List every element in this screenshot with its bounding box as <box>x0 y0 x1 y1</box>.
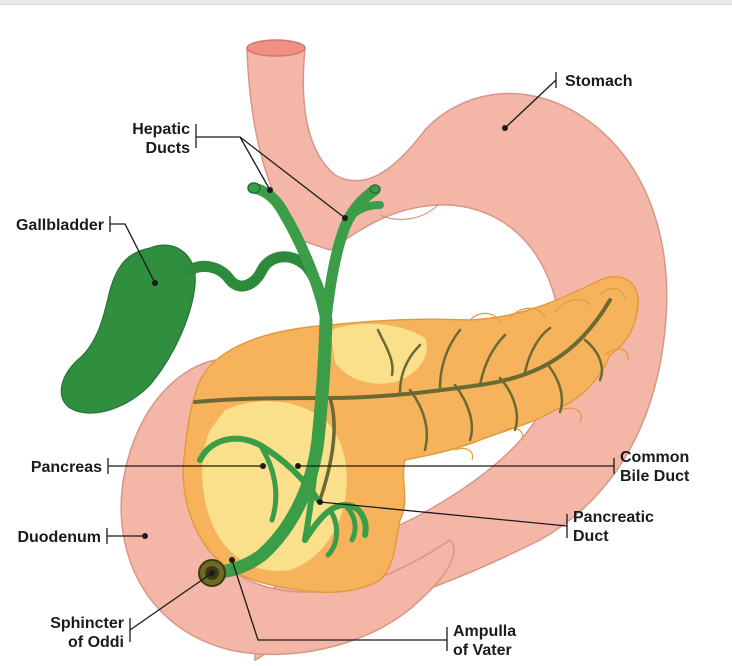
label-ampulla-line2: of Vater <box>453 642 512 659</box>
esophagus-opening <box>246 39 306 57</box>
bile-duct-tree <box>197 182 384 580</box>
pancreatic-duct <box>193 298 612 502</box>
label-pancreatic-duct-line1: Pancreatic <box>573 509 654 526</box>
label-gallbladder: Gallbladder <box>16 217 104 234</box>
label-hepatic-ducts-line2: Ducts <box>146 140 191 157</box>
label-stomach: Stomach <box>565 73 633 90</box>
label-hepatic-ducts-line1: Hepatic <box>132 121 190 138</box>
leader-lines <box>106 72 615 651</box>
label-ampulla-line1: Ampulla <box>453 623 516 640</box>
label-pancreatic-duct-line2: Duct <box>573 528 609 545</box>
labels: Stomach Hepatic Ducts Gallbladder Pancre… <box>16 73 690 659</box>
label-common-bile-duct-line2: Bile Duct <box>620 468 690 485</box>
label-sphincter-line1: Sphincter <box>50 615 124 632</box>
label-common-bile-duct-line1: Common <box>620 449 689 466</box>
label-sphincter-line2: of Oddi <box>68 634 124 651</box>
label-pancreas: Pancreas <box>31 459 102 476</box>
top-border <box>0 0 732 5</box>
label-duodenum: Duodenum <box>17 529 101 546</box>
